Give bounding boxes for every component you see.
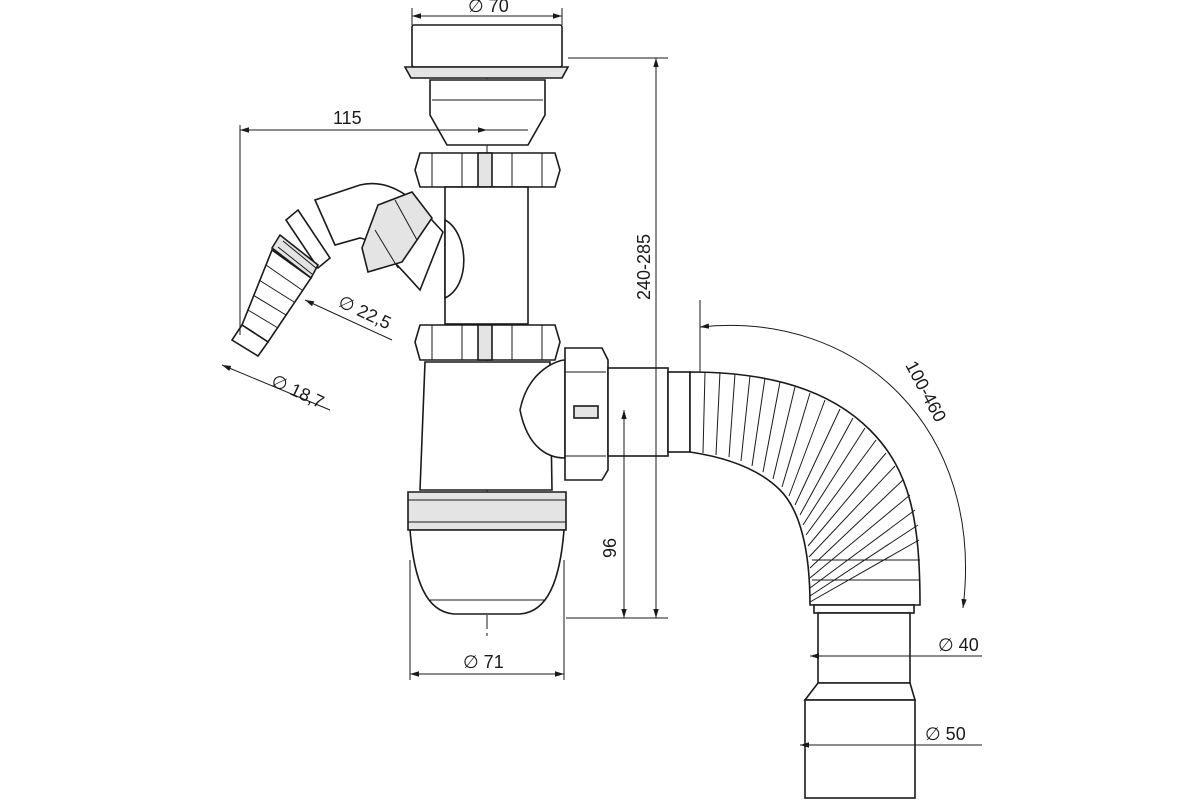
cap-ring bbox=[407, 491, 567, 531]
top-inlet bbox=[403, 24, 570, 146]
outlet-sleeve-50 bbox=[804, 699, 916, 799]
bottom-cap bbox=[409, 529, 565, 615]
dim-outlet-height: 96 bbox=[600, 538, 620, 558]
corrugated-hose bbox=[689, 371, 921, 606]
outlet-pipe bbox=[607, 367, 669, 457]
upper-nut bbox=[414, 152, 561, 188]
inlet-grate bbox=[411, 24, 563, 68]
hose-collar bbox=[813, 604, 915, 614]
dim-hose-length: 100-460 bbox=[901, 357, 950, 425]
hose-cuff bbox=[667, 371, 691, 453]
dim-hose-outlet-large: ∅ 50 bbox=[925, 724, 966, 744]
dim-nozzle-tip-dia: ∅ 18,7 bbox=[268, 370, 327, 412]
side-branch bbox=[230, 182, 465, 358]
dim-top-inlet-dia: ∅ 70 bbox=[468, 0, 509, 16]
dim-hose-outlet-small: ∅ 40 bbox=[938, 635, 979, 655]
outlet-sleeve-40 bbox=[817, 612, 911, 684]
bottle-body bbox=[419, 361, 553, 491]
dim-total-height: 240-285 bbox=[634, 234, 654, 300]
inlet-flange bbox=[403, 66, 570, 79]
inlet-funnel bbox=[429, 79, 546, 146]
dim-side-offset: 115 bbox=[333, 108, 362, 128]
branch-socket bbox=[444, 218, 465, 300]
dim-bottle-dia: ∅ 71 bbox=[463, 652, 504, 672]
branch-nut bbox=[361, 191, 433, 274]
lower-nut bbox=[414, 324, 561, 361]
dim-nozzle-outer-dia: ∅ 22,5 bbox=[335, 291, 394, 333]
outlet-connection bbox=[564, 347, 691, 481]
bottle-trap bbox=[407, 359, 567, 615]
